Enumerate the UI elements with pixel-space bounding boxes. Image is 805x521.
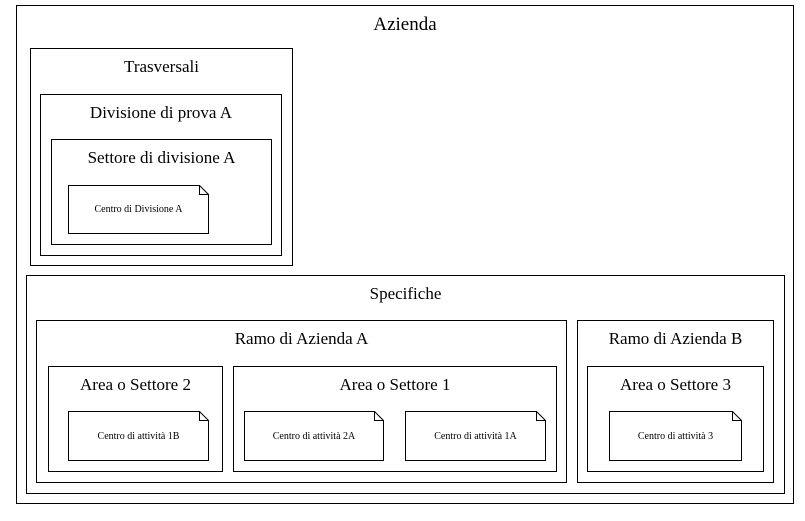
ramo-b-title: Ramo di Azienda B [608, 329, 743, 348]
azienda-title: Azienda [373, 14, 437, 35]
divisione-title: Divisione di prova A [89, 103, 233, 122]
centro-1a-label: Centro di attività 1A [434, 430, 517, 442]
note-shape [68, 185, 209, 234]
area3-title: Area o Settore 3 [620, 375, 731, 394]
centro-2a-note: Centro di attività 2A [244, 411, 384, 461]
trasversali-title: Trasversali [124, 57, 199, 76]
centro-1a-note: Centro di attività 1A [405, 411, 546, 461]
ramo-a-title: Ramo di Azienda A [234, 329, 369, 348]
centro-3-label: Centro di attività 3 [637, 430, 714, 442]
note-shape [68, 411, 209, 461]
centro-2a-label: Centro di attività 2A [272, 430, 356, 442]
settore-title: Settore di divisione A [87, 148, 236, 167]
centro-divisione-note: Centro di Divisione A [68, 185, 209, 234]
area1-title: Area o Settore 1 [339, 375, 451, 394]
specifiche-title: Specifiche [369, 284, 442, 303]
centro-1b-label: Centro di attività 1B [97, 430, 180, 442]
area2-title: Area o Settore 2 [80, 375, 191, 394]
centro-divisione-label: Centro di Divisione A [94, 204, 183, 215]
note-shape [244, 411, 384, 461]
centro-3-note: Centro di attività 3 [609, 411, 742, 461]
centro-1b-note: Centro di attività 1B [68, 411, 209, 461]
note-shape [609, 411, 742, 461]
note-shape [405, 411, 546, 461]
